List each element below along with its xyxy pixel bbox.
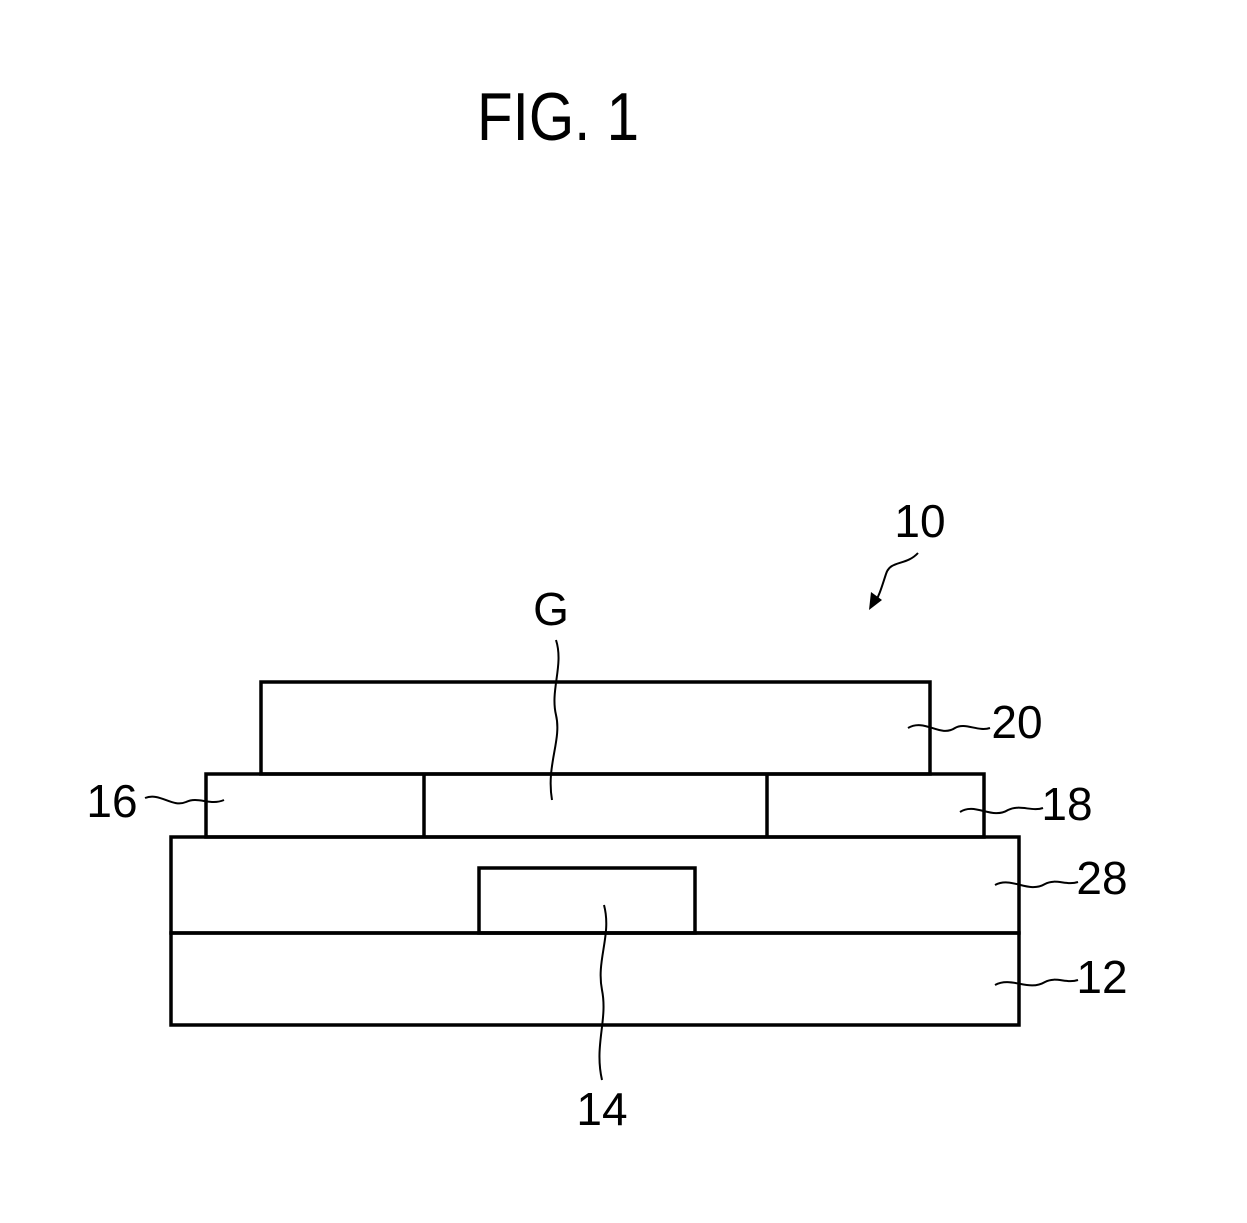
leader-g xyxy=(551,640,559,800)
electrode-layer xyxy=(206,774,984,837)
label-28: 28 xyxy=(1076,852,1127,904)
label-10: 10 xyxy=(894,495,945,547)
label-14: 14 xyxy=(576,1083,627,1135)
substrate-12 xyxy=(171,933,1019,1025)
arrow-10-leader xyxy=(874,553,918,605)
figure-title: FIG. 1 xyxy=(477,79,639,155)
leader-16 xyxy=(145,797,224,804)
arrow-10-head xyxy=(869,592,882,610)
label-20: 20 xyxy=(991,696,1042,748)
leader-28 xyxy=(995,882,1078,887)
label-12: 12 xyxy=(1076,951,1127,1003)
leader-20 xyxy=(908,725,990,731)
leader-18 xyxy=(960,808,1043,813)
layer-28 xyxy=(171,837,1019,933)
label-16: 16 xyxy=(86,775,137,827)
leader-12 xyxy=(995,980,1078,986)
layer-20 xyxy=(261,682,930,774)
label-18: 18 xyxy=(1041,778,1092,830)
gate-electrode-14 xyxy=(479,868,695,933)
label-g: G xyxy=(533,583,569,635)
